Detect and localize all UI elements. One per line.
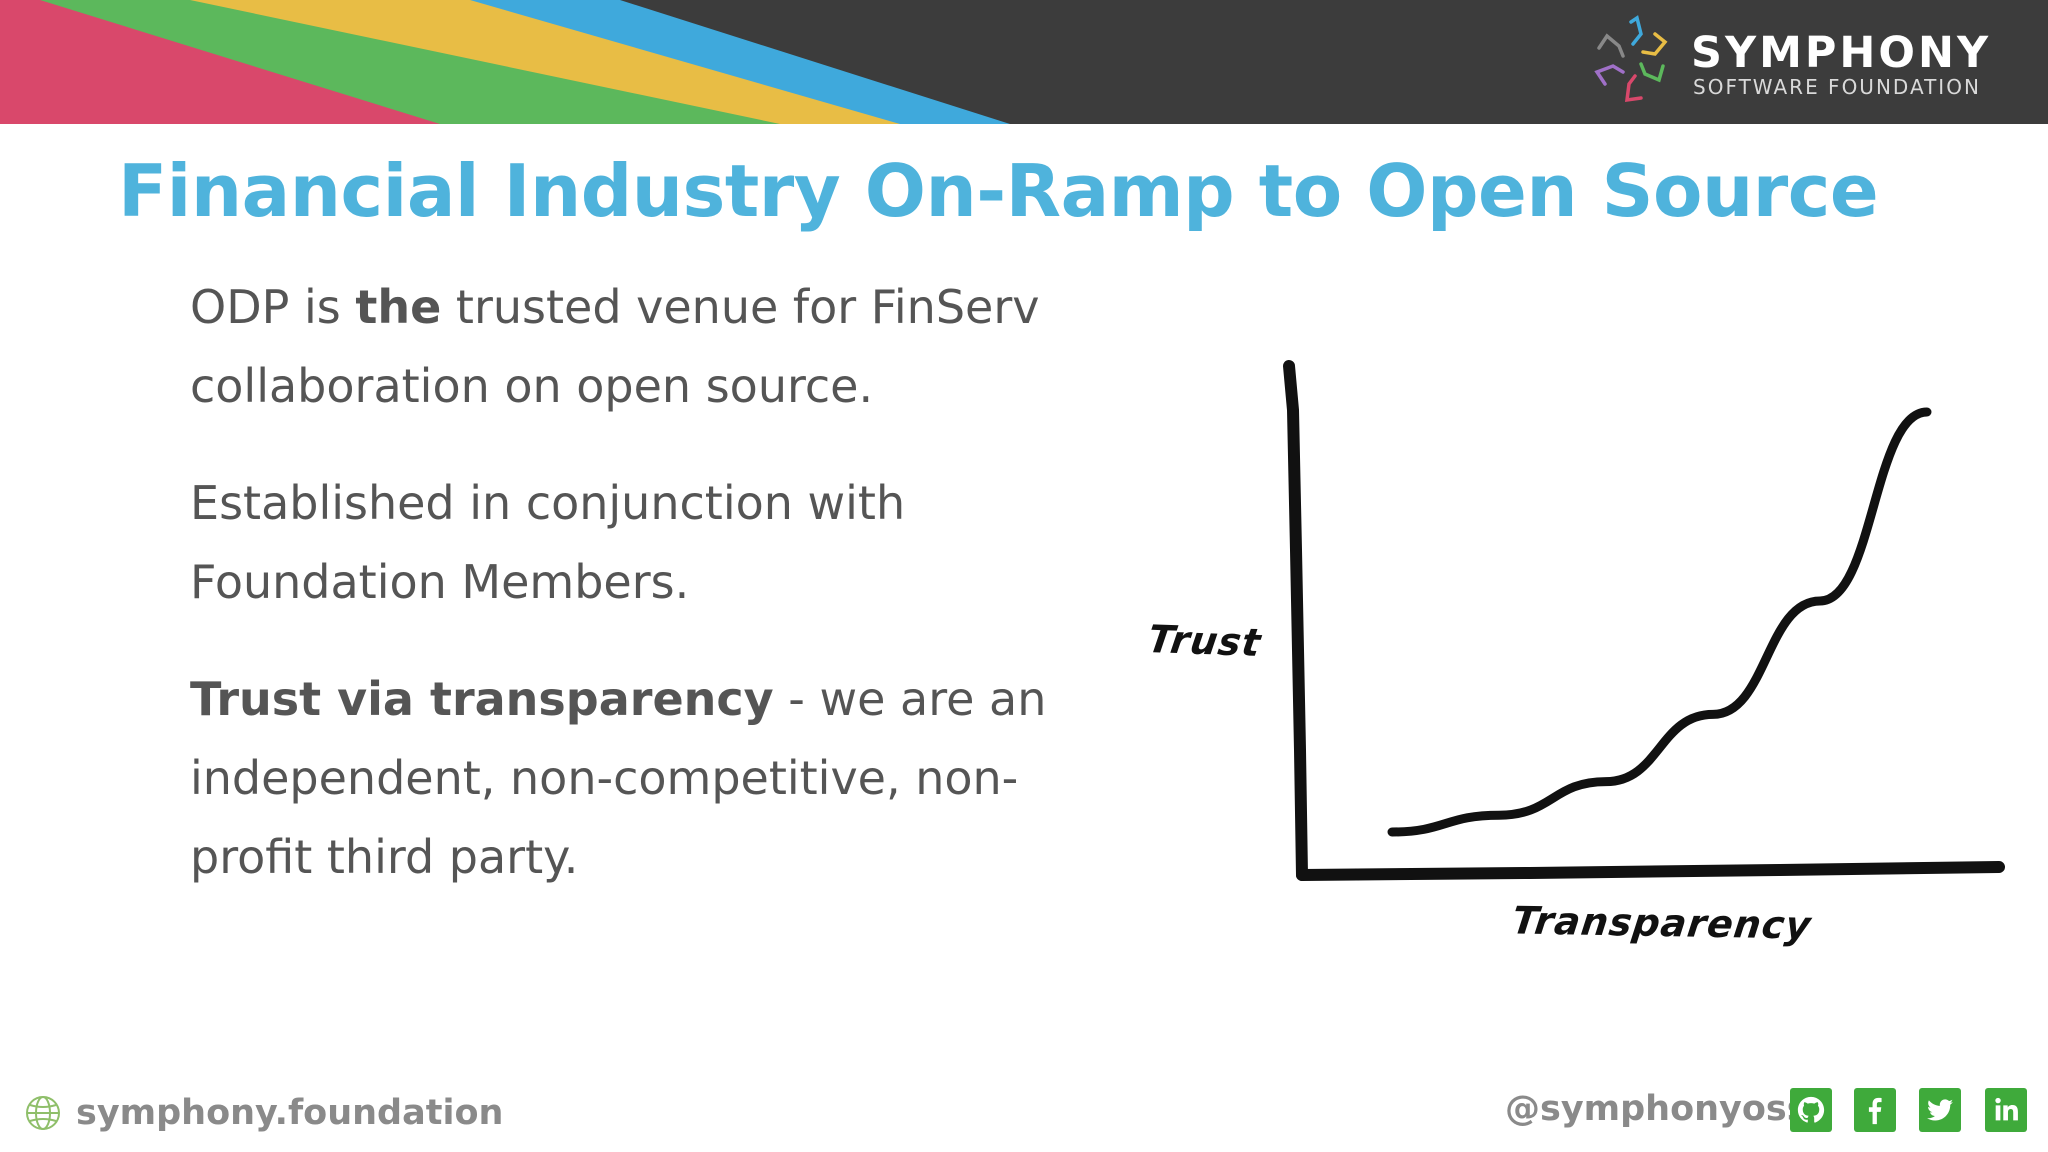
- paragraph-odp-seg-2: the: [355, 280, 442, 334]
- brand-name: SYMPHONY: [1691, 28, 1992, 78]
- paragraph-trust-seg-2: - we are an independent, non-competitive…: [190, 672, 1047, 884]
- header-stripes: [0, 0, 2048, 124]
- y-axis: [1283, 360, 1308, 881]
- series-line: [1387, 407, 1932, 837]
- brand-subtitle: SOFTWARE FOUNDATION: [1693, 75, 1981, 99]
- facebook-button[interactable]: [1854, 1088, 1896, 1132]
- social-handle[interactable]: @symphonyoss: [1505, 1089, 1808, 1129]
- body-text: ODP is the trusted venue for FinServ col…: [190, 268, 1060, 935]
- paragraph-established: Established in conjunction with Foundati…: [190, 464, 1060, 622]
- trust-transparency-chart: Trust Transparency: [1130, 350, 2030, 970]
- linkedin-button[interactable]: [1985, 1088, 2027, 1132]
- header-banner: SYMPHONY SOFTWARE FOUNDATION: [0, 0, 2048, 124]
- paragraph-established-seg-1: Established in conjunction with Foundati…: [190, 476, 906, 609]
- facebook-icon: [1868, 1097, 1882, 1125]
- twitter-icon: [1926, 1099, 1954, 1121]
- github-icon: [1797, 1096, 1825, 1123]
- x-axis: [1296, 861, 2005, 881]
- slide-title: Financial Industry On-Ramp to Open Sourc…: [118, 149, 1879, 233]
- symphony-logo-icon: [1594, 15, 1668, 103]
- linkedin-icon: [1995, 1097, 2018, 1121]
- globe-icon: [26, 1096, 60, 1130]
- github-button[interactable]: [1790, 1088, 1832, 1132]
- paragraph-trust-seg-1: Trust via transparency: [190, 672, 774, 726]
- paragraph-odp-seg-3: trusted venue for FinServ collaboration …: [190, 280, 1040, 413]
- paragraph-odp-seg-1: ODP is: [190, 280, 356, 334]
- website-link[interactable]: symphony.foundation: [76, 1093, 504, 1133]
- x-axis-label: Transparency: [1509, 898, 1814, 948]
- chart-plot: [1283, 360, 2005, 881]
- paragraph-odp: ODP is the trusted venue for FinServ col…: [190, 268, 1060, 426]
- y-axis-label: Trust: [1145, 617, 1265, 665]
- symphony-brand[interactable]: SYMPHONY SOFTWARE FOUNDATION: [1585, 14, 2005, 110]
- twitter-button[interactable]: [1919, 1088, 1961, 1132]
- paragraph-trust: Trust via transparency - we are an indep…: [190, 660, 1060, 897]
